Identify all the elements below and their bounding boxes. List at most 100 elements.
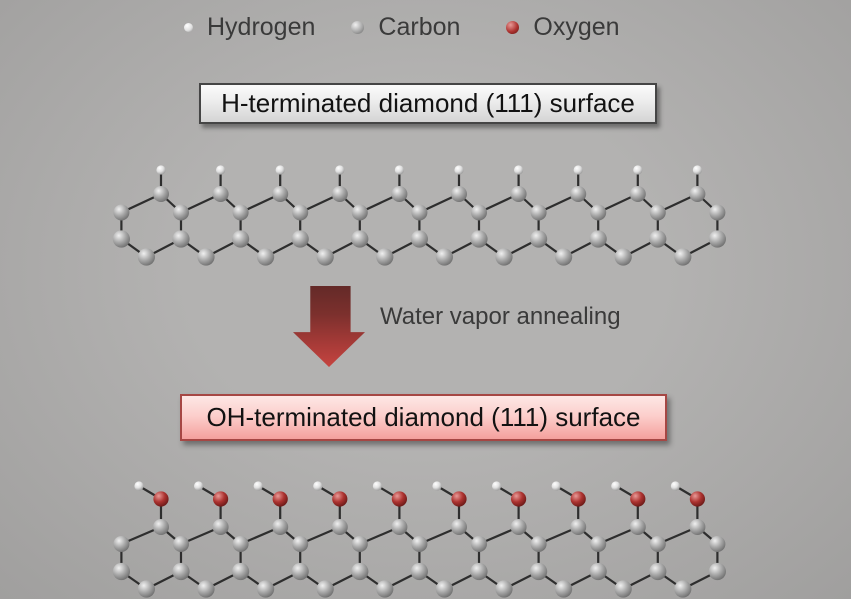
carbon-atom (153, 519, 169, 535)
carbon-atom (470, 230, 488, 248)
hydrogen-atom (156, 165, 166, 175)
carbon-atom (391, 519, 408, 535)
carbon-atom (674, 248, 692, 266)
carbon-atom (709, 204, 726, 221)
carbon-atom (173, 536, 189, 552)
carbon-atom (614, 580, 632, 598)
h-terminated-title-box: H-terminated diamond (111) surface (199, 83, 657, 124)
carbon-atom (649, 230, 667, 248)
legend-label-carbon: Carbon (378, 12, 461, 41)
carbon-atom (451, 186, 467, 202)
hydrogen-atom (454, 165, 464, 175)
carbon-atom (530, 536, 547, 552)
carbon-atom (331, 519, 348, 535)
oxygen-atom (272, 491, 288, 507)
hydrogen-atom (253, 481, 263, 491)
carbon-atom (649, 562, 667, 581)
carbon-atom (137, 580, 155, 598)
carbon-atom (272, 186, 289, 202)
carbon-atom (411, 204, 428, 221)
carbon-atom (689, 519, 706, 535)
carbon-atom (351, 536, 368, 552)
carbon-atom (232, 536, 249, 552)
h-terminated-title: H-terminated diamond (111) surface (221, 88, 635, 118)
carbon-atom (410, 230, 428, 248)
hydrogen-atom (432, 481, 442, 491)
carbon-atom (471, 204, 487, 221)
oh-terminated-title-box: OH-terminated diamond (111) surface (180, 394, 667, 441)
carbon-atom (292, 204, 309, 221)
carbon-atom (331, 186, 348, 202)
carbon-atom (351, 562, 369, 581)
carbon-atom (351, 230, 369, 248)
carbon-atom (113, 204, 130, 221)
oxygen-atom (510, 491, 527, 507)
hydrogen-atom (611, 481, 621, 491)
oxygen-atom (570, 491, 586, 507)
carbon-atom (173, 204, 189, 221)
carbon-atom (113, 536, 130, 552)
hydrogen-atom (492, 481, 502, 491)
process-label: Water vapor annealing (380, 303, 621, 330)
carbon-atom (590, 204, 607, 221)
hydrogen-atom (692, 165, 703, 175)
carbon-atom (510, 519, 527, 535)
carbon-atom (495, 248, 513, 266)
carbon-atom (471, 536, 487, 552)
carbon-atom (197, 580, 215, 598)
carbon-atom (674, 580, 692, 598)
hydrogen-atom (194, 481, 204, 491)
carbon-atom (614, 248, 632, 266)
oxygen-sphere-icon (506, 20, 520, 34)
carbon-atom (137, 248, 155, 266)
legend-item-carbon: Carbon (351, 13, 460, 42)
legend-item-oxygen: Oxygen (506, 13, 620, 42)
carbon-atom (589, 562, 607, 581)
carbon-atom (172, 230, 190, 248)
carbon-atom (232, 230, 250, 248)
legend-item-hydrogen: Hydrogen (184, 13, 315, 42)
carbon-atom (589, 230, 607, 248)
carbon-atom (291, 562, 309, 581)
carbon-atom (530, 562, 548, 581)
hydrogen-atom (372, 481, 382, 491)
carbon-atom (629, 186, 646, 202)
carbon-atom (257, 248, 275, 266)
hydrogen-atom (134, 481, 144, 491)
carbon-sphere-icon (351, 20, 365, 34)
carbon-atom (411, 536, 428, 552)
carbon-atom (232, 204, 249, 221)
carbon-atom (257, 580, 275, 598)
carbon-atom (316, 580, 334, 598)
carbon-atom (590, 536, 607, 552)
carbon-atom (530, 230, 548, 248)
carbon-atom (435, 580, 453, 598)
h-terminated-molecule (112, 165, 727, 266)
oxygen-atom (689, 491, 706, 507)
hydrogen-atom (313, 481, 323, 491)
oxygen-atom (213, 491, 229, 507)
oxygen-atom (332, 491, 348, 507)
hydrogen-atom (275, 165, 285, 175)
carbon-atom (555, 580, 573, 598)
carbon-atom (629, 519, 646, 535)
hydrogen-atom (670, 481, 681, 491)
carbon-atom (153, 186, 169, 202)
oxygen-atom (451, 491, 467, 507)
carbon-atom (212, 519, 229, 535)
carbon-atom (435, 248, 453, 266)
carbon-atom (292, 536, 309, 552)
hydrogen-atom (394, 165, 404, 175)
hydrogen-atom (335, 165, 345, 175)
carbon-atom (291, 230, 309, 248)
carbon-atom (708, 230, 727, 248)
carbon-atom (232, 562, 250, 581)
carbon-atom (530, 204, 547, 221)
hydrogen-atom (514, 165, 524, 175)
oh-terminated-title: OH-terminated diamond (111) surface (206, 402, 641, 432)
carbon-atom (351, 204, 368, 221)
hydrogen-atom (216, 165, 226, 175)
carbon-atom (197, 248, 215, 266)
oh-terminated-molecule (112, 481, 727, 598)
